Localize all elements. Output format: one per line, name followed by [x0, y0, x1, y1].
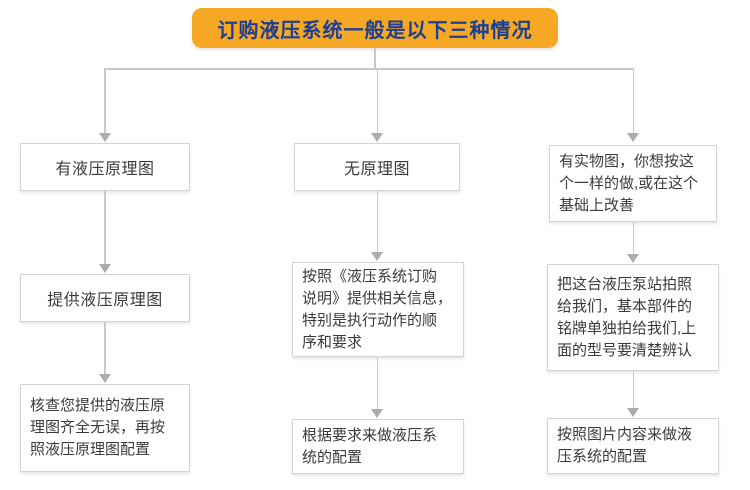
box-no-schematic: 无原理图 — [294, 143, 460, 191]
box-configure-per-requirements: 根据要求来做液压系 统的配置 — [292, 419, 464, 474]
box-send-photos: 把这台液压泵站拍照 给我们，基本部件的 铭牌单独拍给我们,上 面的型号要清楚辨认 — [547, 264, 719, 371]
connector-line — [632, 222, 634, 254]
arrow-down-icon — [371, 409, 384, 418]
connector-drop-middle — [376, 68, 378, 133]
box-has-photo: 有实物图，你想按这 个一样的做,或在这个 基础上改善 — [549, 145, 717, 222]
box-text: 把这台液压泵站拍照 给我们，基本部件的 铭牌单独拍给我们,上 面的型号要清楚辨认 — [557, 275, 697, 359]
arrow-down-icon — [627, 408, 640, 417]
arrow-down-icon — [98, 264, 111, 273]
box-text: 按照图片内容来做液 压系统的配置 — [557, 426, 693, 465]
connector-line — [376, 191, 378, 252]
connector-hline — [104, 68, 633, 70]
connector-stem — [374, 48, 376, 68]
connector-line — [632, 371, 634, 408]
box-text: 根据要求来做液压系 统的配置 — [302, 426, 438, 466]
box-text: 按照《液压系统订购 说明》提供相关信息， 特别是执行动作的顺 序和要求 — [302, 267, 453, 351]
page-title: 订购液压系统一般是以下三种情况 — [217, 19, 533, 42]
arrow-down-icon — [371, 133, 384, 142]
box-text: 有液压原理图 — [55, 161, 155, 178]
box-text: 提供液压原理图 — [47, 292, 163, 309]
connector-line — [104, 191, 106, 264]
box-configure-per-photos: 按照图片内容来做液 压系统的配置 — [547, 418, 719, 474]
arrow-down-icon — [98, 374, 111, 383]
arrow-down-icon — [627, 133, 640, 142]
box-text: 核查您提供的液压原 理图齐全无误，再按 照液压原理图配置 — [30, 397, 166, 458]
connector-line — [104, 322, 106, 374]
box-text: 有实物图，你想按这 个一样的做,或在这个 基础上改善 — [559, 152, 699, 214]
box-provide-schematic: 提供液压原理图 — [20, 274, 190, 322]
arrow-down-icon — [371, 252, 384, 261]
arrow-down-icon — [98, 133, 111, 142]
box-verify-schematic: 核查您提供的液压原 理图齐全无误，再按 照液压原理图配置 — [20, 384, 190, 472]
title-banner: 订购液压系统一般是以下三种情况 — [192, 8, 558, 48]
connector-drop-right — [632, 68, 634, 133]
connector-line — [376, 357, 378, 409]
box-text: 无原理图 — [343, 161, 410, 178]
box-follow-order-instructions: 按照《液压系统订购 说明》提供相关信息， 特别是执行动作的顺 序和要求 — [292, 262, 464, 357]
box-has-schematic: 有液压原理图 — [20, 143, 190, 191]
arrow-down-icon — [627, 254, 640, 263]
connector-drop-left — [104, 68, 106, 133]
